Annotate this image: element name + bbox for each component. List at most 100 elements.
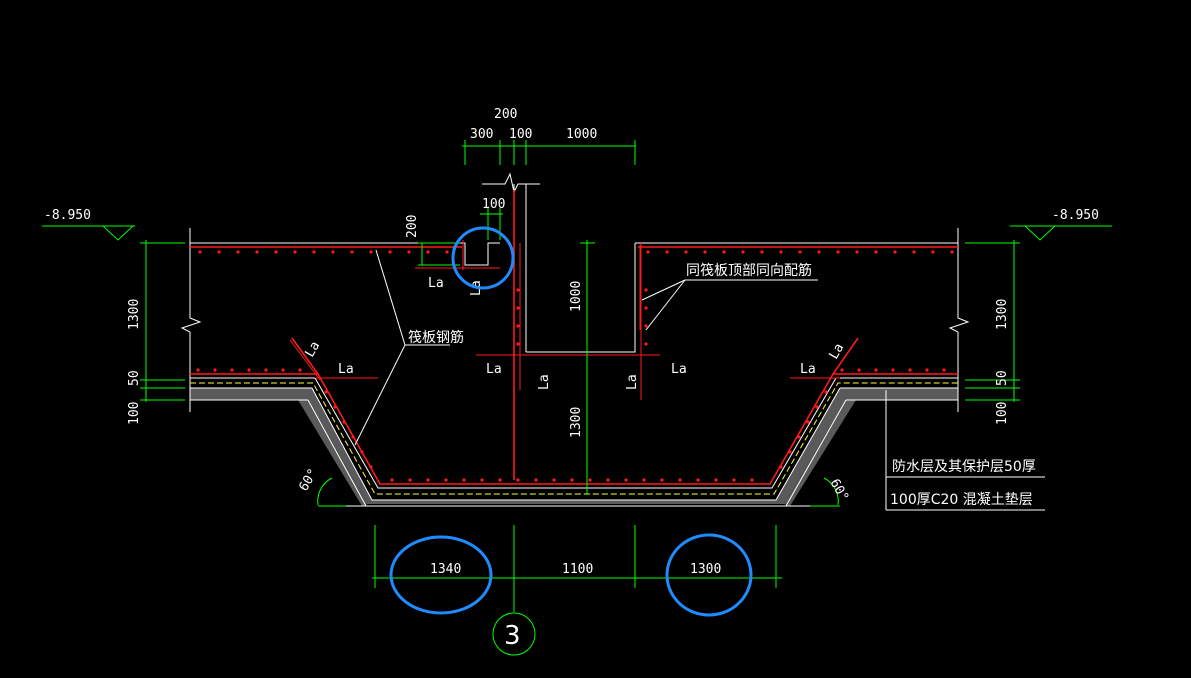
dim-left-waterproof: 50 bbox=[127, 370, 142, 386]
slab-outline bbox=[180, 172, 1045, 511]
rebar-dot bbox=[798, 250, 802, 254]
rebar-dot bbox=[360, 450, 364, 454]
rebar-dot bbox=[480, 478, 484, 482]
rebar-lines bbox=[190, 190, 958, 485]
rebar-dot bbox=[264, 368, 268, 372]
rebar-dot bbox=[588, 478, 592, 482]
la-label-left-slab: La bbox=[338, 362, 354, 377]
dim-pit-wall: 1000 bbox=[569, 281, 584, 312]
rebar-dot bbox=[407, 250, 411, 254]
rebar-dot bbox=[198, 250, 202, 254]
dim-right-waterproof: 50 bbox=[995, 370, 1010, 386]
rebar-dot bbox=[703, 250, 707, 254]
rebar-dot bbox=[342, 420, 346, 424]
la-label-right-slab: La bbox=[800, 362, 816, 377]
rebar-dot bbox=[741, 250, 745, 254]
rebar-dot bbox=[388, 250, 392, 254]
rebar-dot bbox=[408, 478, 412, 482]
rebar-dot bbox=[351, 435, 355, 439]
rebar-dot bbox=[498, 478, 502, 482]
dimension-lines bbox=[42, 140, 1112, 656]
rebar-dot bbox=[779, 465, 783, 469]
rebar-dot bbox=[369, 465, 373, 469]
rebar-dot bbox=[646, 250, 650, 254]
rebar-dot bbox=[426, 478, 430, 482]
elevation-left: -8.950 bbox=[44, 208, 91, 223]
rebar-dot bbox=[445, 250, 449, 254]
rebar-dot bbox=[912, 250, 916, 254]
rebar-dot bbox=[274, 250, 278, 254]
la-label-pit-mid: La bbox=[537, 374, 552, 390]
rebar-dot bbox=[293, 250, 297, 254]
waterproof-line bbox=[190, 382, 958, 495]
rebar-dot bbox=[732, 478, 736, 482]
rebar-dot bbox=[444, 478, 448, 482]
rebar-dot bbox=[624, 478, 628, 482]
rebar-dot bbox=[644, 306, 648, 310]
rebar-dot bbox=[534, 478, 538, 482]
rebar-dot bbox=[298, 368, 302, 372]
rebar-dot bbox=[236, 250, 240, 254]
rebar-dot bbox=[678, 478, 682, 482]
rebar-dot bbox=[644, 342, 648, 346]
dim-top-left: 300 bbox=[470, 127, 493, 142]
dim-right-cushion: 100 bbox=[995, 402, 1010, 425]
rebar-dot bbox=[333, 405, 337, 409]
rebar-dot bbox=[788, 450, 792, 454]
rebar-dot bbox=[213, 368, 217, 372]
rebar-dot bbox=[891, 368, 895, 372]
rebar-dot bbox=[606, 478, 610, 482]
rebar-dot bbox=[642, 478, 646, 482]
dim-top-middle: 100 bbox=[509, 127, 532, 142]
elevation-right: -8.950 bbox=[1052, 208, 1099, 223]
rebar-dot bbox=[281, 368, 285, 372]
dim-notch-height: 200 bbox=[405, 215, 420, 238]
rebar-dot bbox=[908, 368, 912, 372]
rebar-dot bbox=[893, 250, 897, 254]
rebar-dot bbox=[806, 420, 810, 424]
callout-cushion-layer: 100厚C20 混凝土垫层 bbox=[890, 492, 1033, 508]
rebar-dot bbox=[857, 368, 861, 372]
rebar-dot bbox=[925, 368, 929, 372]
rebar-dot bbox=[836, 250, 840, 254]
dim-left-slab: 1300 bbox=[127, 299, 142, 330]
rebar-dot bbox=[779, 250, 783, 254]
dim-top-right: 1000 bbox=[566, 127, 597, 142]
la-label-right-slope: La bbox=[826, 341, 847, 362]
la-label-pit-far: La bbox=[671, 362, 687, 377]
rebar-dot bbox=[824, 390, 828, 394]
rebar-dot bbox=[516, 288, 520, 292]
rebar-dot bbox=[369, 250, 373, 254]
dim-bottom-right: 1300 bbox=[690, 562, 721, 577]
rebar-dots bbox=[196, 250, 954, 482]
highlight-ellipse-left bbox=[389, 535, 493, 615]
rebar-dot bbox=[840, 368, 844, 372]
rebar-dot bbox=[950, 250, 954, 254]
rebar-dot bbox=[714, 478, 718, 482]
rebar-dot bbox=[570, 478, 574, 482]
angle-right: 60° bbox=[827, 477, 852, 505]
rebar-dot bbox=[217, 250, 221, 254]
rebar-dot bbox=[855, 250, 859, 254]
rebar-dot bbox=[331, 250, 335, 254]
dim-wall-notch: 100 bbox=[482, 197, 505, 212]
rebar-dot bbox=[874, 250, 878, 254]
dim-top-total: 200 bbox=[494, 107, 517, 122]
rebar-dot bbox=[644, 324, 648, 328]
highlight-circle-notch bbox=[451, 226, 515, 290]
rebar-dot bbox=[760, 250, 764, 254]
dim-bottom-left: 1340 bbox=[430, 562, 461, 577]
rebar-dot bbox=[462, 478, 466, 482]
rebar-dot bbox=[196, 368, 200, 372]
rebar-dot bbox=[722, 250, 726, 254]
la-label-notch: La bbox=[428, 276, 444, 291]
callout-same-as-top: 同筏板顶部同向配筋 bbox=[686, 262, 812, 279]
rebar-dot bbox=[660, 478, 664, 482]
rebar-dot bbox=[516, 342, 520, 346]
rebar-dot bbox=[931, 250, 935, 254]
callout-waterproof-layer: 防水层及其保护层50厚 bbox=[892, 459, 1036, 475]
leader-lines bbox=[354, 249, 818, 446]
callout-raft-rebar: 筏板钢筋 bbox=[408, 329, 464, 346]
rebar-dot bbox=[750, 478, 754, 482]
la-label-left-slope: La bbox=[302, 339, 323, 360]
